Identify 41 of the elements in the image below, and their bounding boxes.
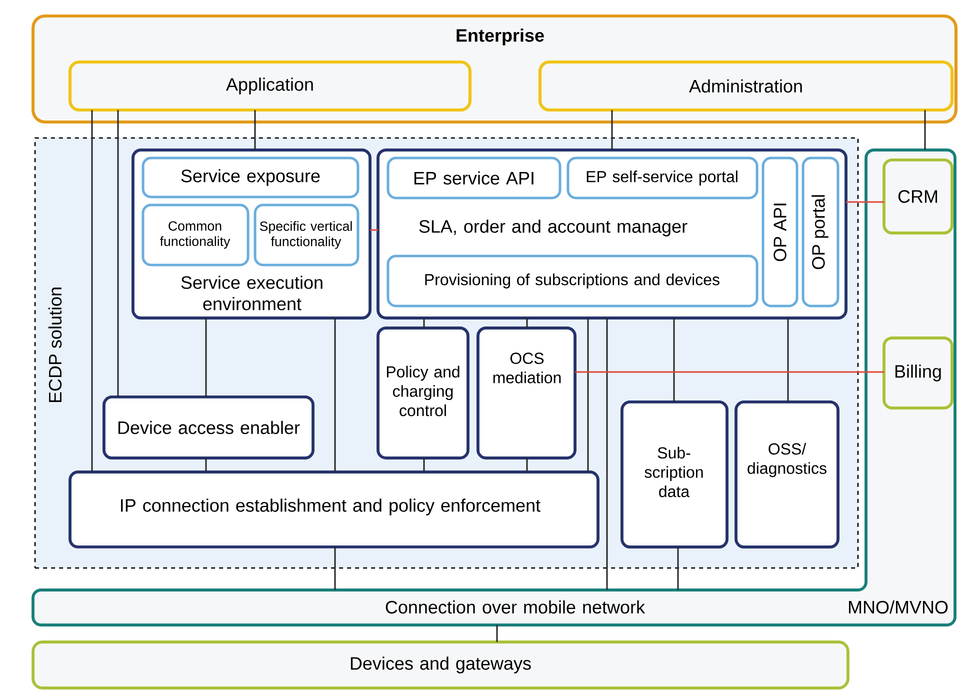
connector-line xyxy=(423,458,425,472)
system-box: Billing xyxy=(882,336,954,410)
connector-line xyxy=(924,110,926,150)
module-box: EP service API xyxy=(386,156,562,200)
module-box: Service exposure xyxy=(142,156,360,198)
connector-line xyxy=(673,318,675,402)
component-box: OSS/ diagnostics xyxy=(734,400,840,548)
module-box: Specific vertical functionality xyxy=(254,204,360,266)
connector-line xyxy=(526,458,528,472)
module-box: OP portal xyxy=(802,156,840,308)
connector-line xyxy=(606,318,608,590)
system-box: CRM xyxy=(882,158,954,234)
module-box: Provisioning of subscriptions and devices xyxy=(386,254,758,308)
module-box: Common functionality xyxy=(142,204,250,266)
connector-line xyxy=(254,110,256,150)
connector-line xyxy=(334,547,336,590)
connector-line xyxy=(846,201,884,203)
connector-line xyxy=(575,371,884,373)
component-box: Application xyxy=(68,60,472,112)
module-box: EP self-service portal xyxy=(566,156,758,200)
component-box: Sub- scription data xyxy=(620,400,728,548)
layer-box: Devices and gateways xyxy=(32,640,850,690)
connector-line xyxy=(205,318,207,397)
module-box: OP API xyxy=(762,156,798,308)
connector-line xyxy=(611,110,613,150)
connector-line xyxy=(677,547,679,590)
connector-line xyxy=(334,318,336,472)
component-box: Device access enabler xyxy=(102,396,314,460)
connector-line xyxy=(787,318,789,402)
connector-line xyxy=(370,229,378,231)
component-box: IP connection establishment and policy enforcement xyxy=(68,470,600,548)
connector-line xyxy=(496,625,498,642)
component-box: OCS mediation xyxy=(476,326,576,460)
connector-line xyxy=(91,110,93,472)
connector-line xyxy=(587,318,589,472)
connector-line xyxy=(205,458,207,472)
component-box: Policy and charging control xyxy=(376,326,470,460)
connector-line xyxy=(117,110,119,397)
connector-line xyxy=(423,318,425,328)
component-box: Administration xyxy=(538,60,954,112)
connector-line xyxy=(526,318,528,328)
